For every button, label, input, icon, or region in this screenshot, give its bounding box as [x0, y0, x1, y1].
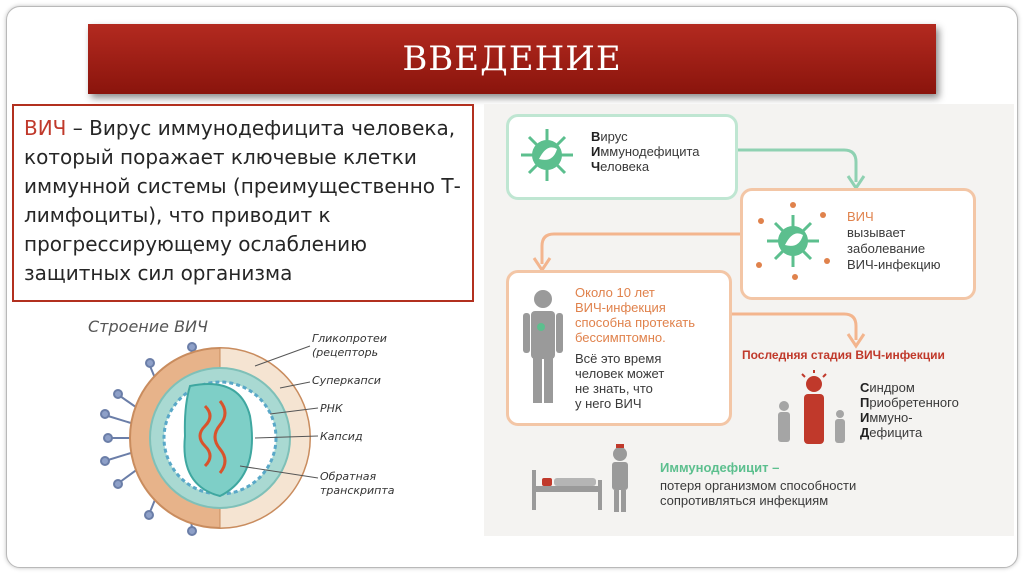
label-reverse: Обратная	[320, 470, 377, 483]
aids-letter: И	[860, 410, 870, 425]
acronym-letter: И	[591, 144, 601, 159]
asymptomatic-dark-text: Всё это время человек может не знать, чт…	[575, 351, 664, 411]
definition-body: – Вирус иммунодефицита человека, который…	[24, 116, 461, 285]
hiv-virion-illustration: Строение ВИЧ Гли	[88, 317, 395, 536]
orange-line: Около 10 лет	[575, 285, 655, 300]
acronym-rest: ммунодефицита	[600, 144, 700, 159]
label-transcriptase: транскрипта	[320, 484, 395, 497]
box-hiv-causes: ВИЧ вызывает заболевание ВИЧ-инфекцию	[740, 188, 976, 300]
hospital-bed-icon	[532, 444, 628, 512]
last-stage-label: Последняя стадия ВИЧ-инфекции	[742, 348, 945, 362]
slide-title: ВВЕДЕНИЕ	[402, 39, 622, 79]
aids-letter: С	[860, 380, 870, 395]
box2-line: вызывает	[847, 225, 906, 240]
definition-box: ВИЧ – Вирус иммунодефицита человека, кот…	[12, 104, 474, 302]
title-bar: ВВЕДЕНИЕ	[88, 24, 936, 94]
acronym-letter: В	[591, 129, 601, 144]
label-capsid: Капсид	[320, 430, 363, 443]
hiv-structure-diagram: Строение ВИЧ Гли	[80, 306, 398, 568]
immunodeficit-line: потеря организмом способности	[660, 478, 857, 493]
acronym-letter: Ч	[591, 159, 601, 174]
aids-acronym: Синдром Приобретенного Иммуно- Дефицита	[860, 380, 959, 440]
acronym-rest: еловека	[600, 159, 650, 174]
asymptomatic-orange-text: Около 10 лет ВИЧ-инфекция способна проте…	[575, 285, 695, 345]
definition-text: ВИЧ – Вирус иммунодефицита человека, кот…	[24, 114, 466, 288]
definition-term: ВИЧ	[24, 116, 67, 140]
orange-line: бессимптомно.	[575, 330, 666, 345]
virus-orange-icon	[756, 202, 830, 280]
vich-acronym: Вирус Иммунодефицита Человека	[591, 129, 700, 174]
dark-line: человек может	[575, 366, 665, 381]
dark-line: у него ВИЧ	[575, 396, 642, 411]
box2-text: ВИЧ вызывает заболевание ВИЧ-инфекцию	[847, 209, 941, 273]
aids-rest: ммуно-	[869, 410, 913, 425]
box2-line: ВИЧ-инфекцию	[847, 257, 941, 272]
box-virus-definition: Вирус Иммунодефицита Человека	[506, 114, 738, 200]
diagram-title: Строение ВИЧ	[88, 317, 208, 336]
box-asymptomatic: Около 10 лет ВИЧ-инфекция способна проте…	[506, 270, 732, 426]
label-glycoprotein: Гликопротеи	[312, 332, 387, 345]
aids-rest: риобретенного	[869, 395, 959, 410]
label-supercapsid: Суперкапси	[312, 374, 381, 387]
hiv-infographic: Вирус Иммунодефицита Человека ВИЧ вызыва…	[484, 104, 1014, 536]
virus-icon	[521, 129, 573, 181]
aids-rest: индром	[869, 380, 915, 395]
label-rna: РНК	[320, 402, 344, 415]
dark-line: не знать, что	[575, 381, 653, 396]
infographic-arrows	[532, 148, 866, 349]
acronym-rest: ирус	[600, 129, 628, 144]
immunodeficit-line: сопротивляться инфекциям	[660, 493, 829, 508]
label-receptor: (рецепторь	[312, 346, 378, 359]
person-icon	[523, 290, 563, 403]
aids-letter: П	[860, 395, 870, 410]
box2-line: заболевание	[847, 241, 926, 256]
aids-people-icon	[778, 370, 845, 444]
immunodeficit-title: Иммунодефицит –	[660, 460, 780, 475]
immunodeficit-desc: потеря организмом способности сопротивля…	[660, 478, 856, 508]
aids-letter: Д	[860, 425, 870, 440]
orange-line: ВИЧ-инфекция	[575, 300, 666, 315]
box2-line: ВИЧ	[847, 209, 874, 224]
dark-line: Всё это время	[575, 351, 662, 366]
orange-line: способна протекать	[575, 315, 696, 330]
aids-rest: ефицита	[869, 425, 923, 440]
